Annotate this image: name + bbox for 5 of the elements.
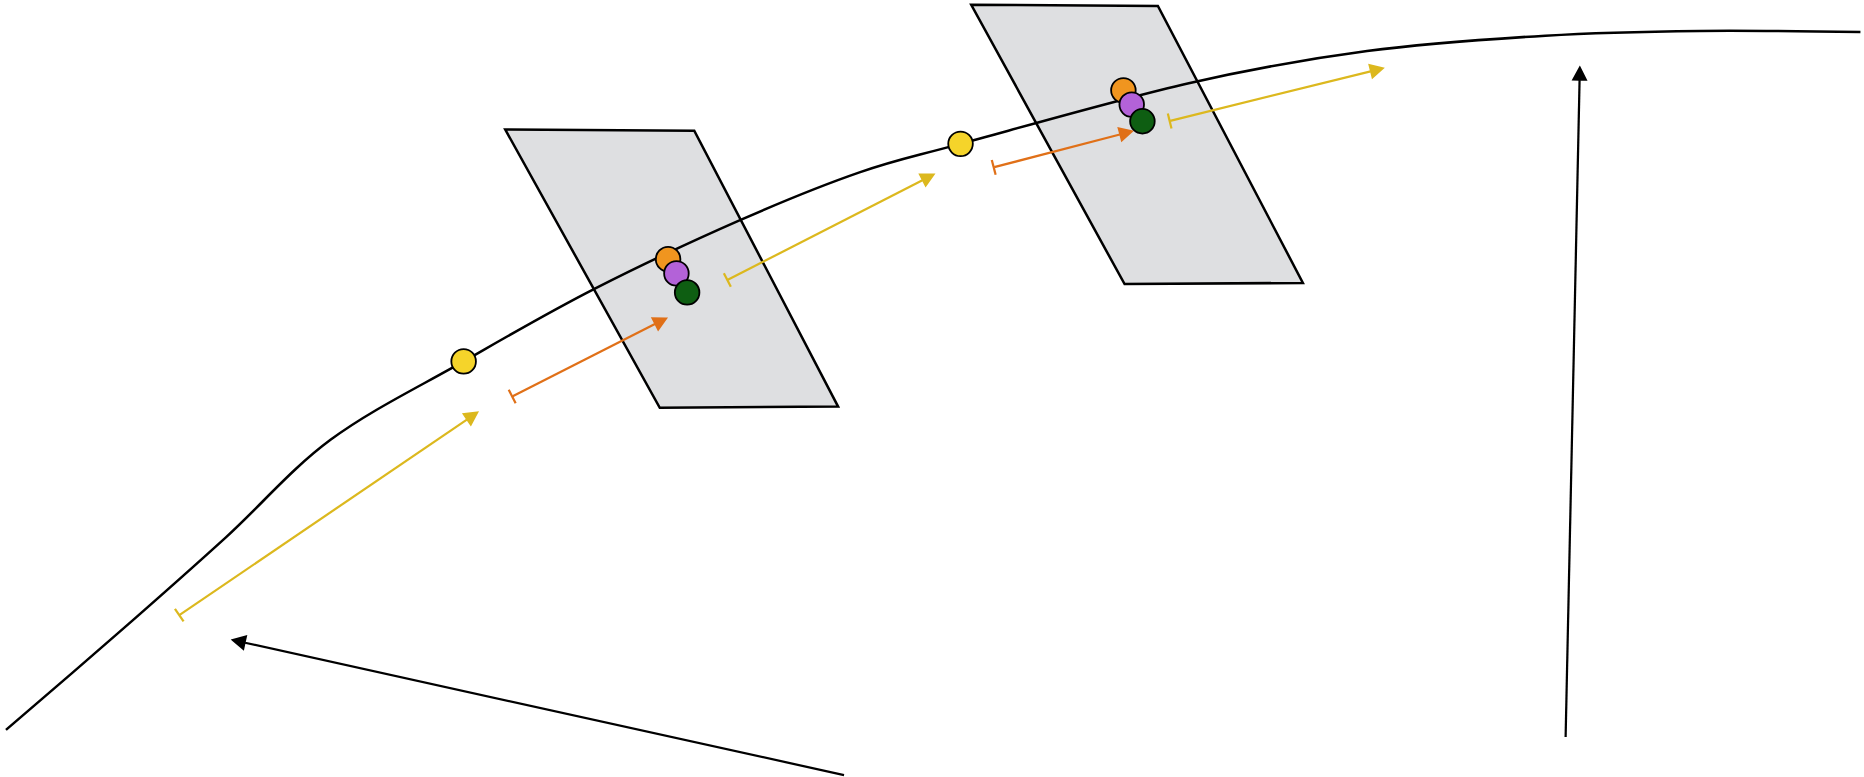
- dot: [947, 130, 974, 157]
- dot: [673, 279, 701, 306]
- dot: [450, 347, 477, 375]
- dot: [663, 260, 690, 287]
- dot: [1129, 107, 1156, 135]
